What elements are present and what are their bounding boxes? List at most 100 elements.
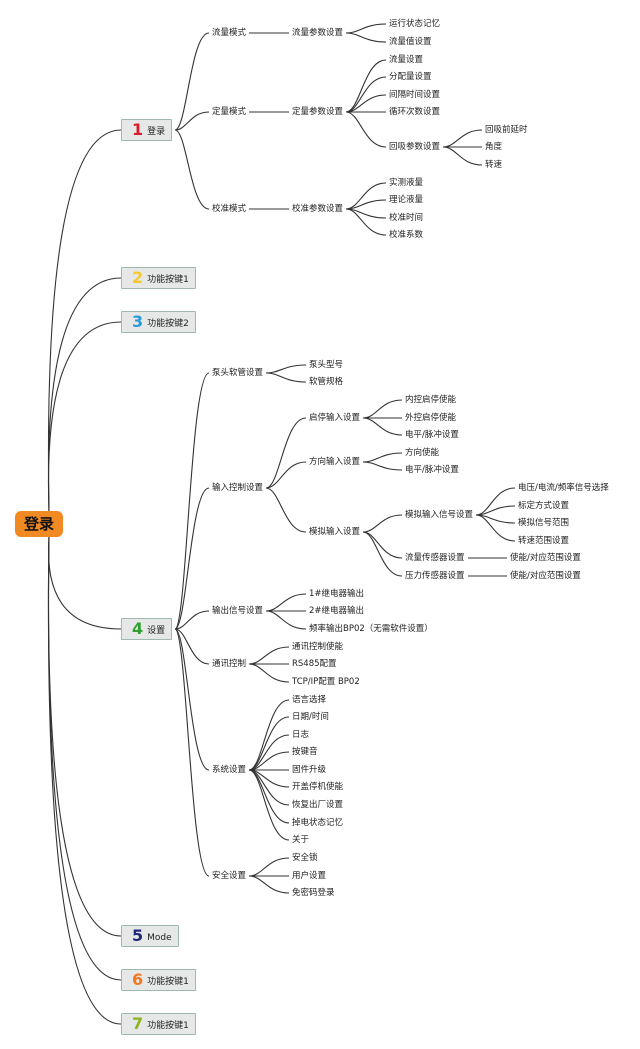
node-flow-sensor[interactable]: 流量传感器设置 (405, 553, 465, 563)
node-leaf[interactable]: 外控启停使能 (405, 413, 457, 423)
node-input-control[interactable]: 输入控制设置 (212, 483, 264, 493)
branch-label: 功能按键1 (147, 1021, 189, 1031)
node-flow-params[interactable]: 流量参数设置 (292, 28, 344, 38)
node-leaf[interactable]: 1#继电器输出 (309, 589, 365, 599)
connector (174, 628, 210, 877)
node-start-stop-input[interactable]: 启停输入设置 (309, 413, 361, 423)
node-leaf[interactable]: TCP/IP配置 BP02 (292, 677, 360, 687)
node-leaf[interactable]: 电压/电流/频率信号选择 (518, 483, 609, 493)
connector (345, 23, 387, 34)
node-leaf[interactable]: 循环次数设置 (389, 107, 441, 117)
root-connector (47, 321, 122, 512)
connector (362, 399, 403, 419)
node-leaf[interactable]: 掉电状态记忆 (292, 818, 344, 828)
node-leaf[interactable]: 2#继电器输出 (309, 606, 365, 616)
node-communication-control[interactable]: 通讯控制 (212, 659, 247, 669)
node-pump-head-tubing[interactable]: 泵头软管设置 (212, 368, 264, 378)
connector (475, 514, 516, 542)
node-leaf[interactable]: 使能/对应范围设置 (510, 571, 581, 581)
root-connector (47, 129, 122, 512)
connector (174, 628, 210, 771)
node-leaf[interactable]: 按键音 (292, 747, 318, 757)
connector (265, 593, 307, 612)
node-output-signal[interactable]: 输出信号设置 (212, 606, 264, 616)
node-quantitative-mode[interactable]: 定量模式 (212, 107, 247, 117)
node-leaf[interactable]: 通讯控制使能 (292, 642, 344, 652)
root-node-login[interactable]: 登录 (15, 511, 63, 537)
connector (174, 129, 210, 210)
node-leaf[interactable]: 日志 (292, 730, 310, 740)
node-leaf[interactable]: 语言选择 (292, 695, 327, 705)
node-leaf[interactable]: 安全锁 (292, 853, 318, 863)
connector (174, 111, 210, 131)
node-leaf[interactable]: 转速范围设置 (518, 536, 570, 546)
connector (345, 182, 387, 210)
connector (345, 76, 387, 113)
node-leaf[interactable]: 开盖停机使能 (292, 782, 344, 792)
connector (362, 514, 403, 533)
node-suckback-params[interactable]: 回吸参数设置 (389, 142, 441, 152)
node-analog-input[interactable]: 模拟输入设置 (309, 527, 361, 537)
connector (265, 372, 307, 383)
node-leaf[interactable]: 泵头型号 (309, 360, 344, 370)
node-leaf[interactable]: 方向使能 (405, 448, 440, 458)
node-leaf[interactable]: 内控启停使能 (405, 395, 457, 405)
connector (248, 663, 290, 683)
node-leaf[interactable]: 标定方式设置 (518, 501, 570, 511)
node-leaf[interactable]: 流量设置 (389, 55, 424, 65)
node-pressure-sensor[interactable]: 压力传感器设置 (405, 571, 465, 581)
node-leaf[interactable]: 理论液量 (389, 195, 424, 205)
node-system-settings[interactable]: 系统设置 (212, 765, 247, 775)
branch-number: 6 (132, 970, 144, 989)
node-direction-input[interactable]: 方向输入设置 (309, 457, 361, 467)
node-leaf[interactable]: 校准时间 (389, 213, 424, 223)
node-leaf[interactable]: 恢复出厂设置 (292, 800, 344, 810)
node-leaf[interactable]: 模拟信号范围 (518, 518, 570, 528)
connector (362, 531, 403, 559)
node-leaf[interactable]: 转速 (485, 160, 503, 170)
node-leaf[interactable]: 实测液量 (389, 178, 424, 188)
node-leaf[interactable]: 软管规格 (309, 377, 344, 387)
node-leaf[interactable]: 校准系数 (389, 230, 424, 240)
node-leaf[interactable]: 免密码登录 (292, 888, 335, 898)
node-leaf[interactable]: 运行状态记忆 (389, 19, 441, 29)
branch-number: 2 (132, 268, 144, 287)
node-leaf[interactable]: 回吸前延时 (485, 125, 528, 135)
node-leaf[interactable]: RS485配置 (292, 659, 337, 669)
connector (345, 32, 387, 43)
node-analog-signal[interactable]: 模拟输入信号设置 (405, 510, 474, 520)
node-security-settings[interactable]: 安全设置 (212, 871, 247, 881)
connector (362, 531, 403, 577)
node-leaf[interactable]: 间隔时间设置 (389, 90, 441, 100)
node-leaf[interactable]: 流量值设置 (389, 37, 432, 47)
node-calibration-mode[interactable]: 校准模式 (212, 204, 247, 214)
branch-number: 3 (132, 312, 144, 331)
node-leaf[interactable]: 分配量设置 (389, 72, 432, 82)
connector (265, 364, 307, 374)
node-leaf[interactable]: 日期/时间 (292, 712, 329, 722)
node-leaf[interactable]: 角度 (485, 142, 503, 152)
node-leaf[interactable]: 固件升级 (292, 765, 327, 775)
connector (248, 857, 290, 877)
connector (248, 769, 290, 841)
node-leaf[interactable]: 使能/对应范围设置 (510, 553, 581, 563)
node-leaf[interactable]: 电平/脉冲设置 (405, 465, 459, 475)
node-leaf[interactable]: 用户设置 (292, 871, 327, 881)
node-flow-mode[interactable]: 流量模式 (212, 28, 247, 38)
node-leaf[interactable]: 关于 (292, 835, 310, 845)
connector (362, 461, 403, 471)
connector (475, 487, 516, 516)
node-leaf[interactable]: 电平/脉冲设置 (405, 430, 459, 440)
branch-number: 4 (132, 619, 144, 638)
node-quantitative-params[interactable]: 定量参数设置 (292, 107, 344, 117)
node-leaf[interactable]: 频率输出BP02（无需软件设置） (309, 624, 433, 634)
node-calibration-params[interactable]: 校准参数设置 (292, 204, 344, 214)
